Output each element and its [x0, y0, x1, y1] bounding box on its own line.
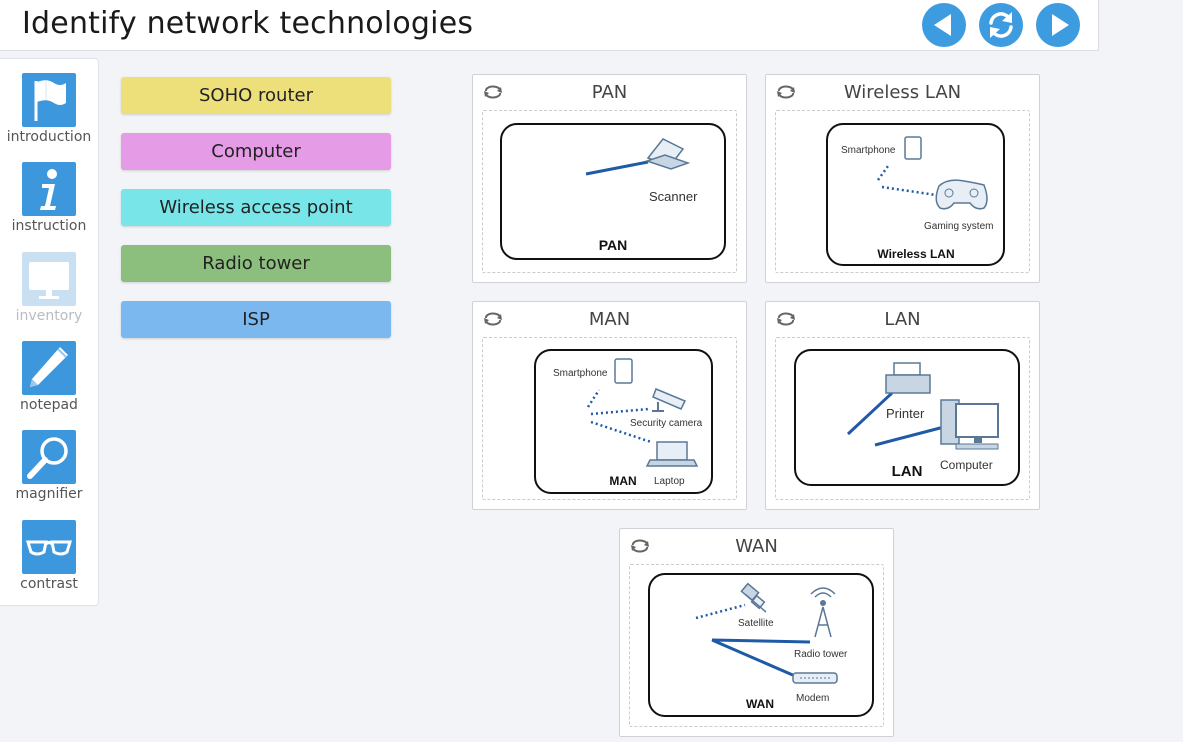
svg-text:Laptop: Laptop [654, 476, 685, 487]
chip-computer[interactable]: Computer [121, 133, 391, 170]
drop-zone-man[interactable]: Smartphone Security camera Laptop MAN [482, 337, 737, 500]
drop-zone-pan[interactable]: Scanner PAN [482, 110, 737, 273]
tool-contrast[interactable]: contrast [0, 520, 98, 606]
svg-text:Security camera: Security camera [630, 418, 703, 429]
man-diagram: Smartphone Security camera Laptop MAN [534, 349, 713, 494]
scanner-icon [644, 138, 691, 170]
chip-radio-tower[interactable]: Radio tower [121, 245, 391, 282]
tool-magnifier[interactable]: magnifier [0, 430, 98, 516]
svg-text:Wireless LAN: Wireless LAN [877, 247, 954, 261]
tool-label: contrast [20, 576, 78, 592]
svg-text:Smartphone: Smartphone [841, 145, 896, 156]
card-man: MAN Smartphone Security camera Laptop MA… [472, 301, 747, 510]
tool-label: magnifier [15, 486, 83, 502]
gamepad-icon [935, 179, 988, 210]
rotate-reset-icon[interactable] [775, 311, 797, 327]
tool-label: inventory [15, 308, 83, 324]
card-pan: PAN Scanner PAN [472, 74, 747, 283]
monitor-icon [22, 252, 76, 306]
printer-icon [885, 362, 931, 394]
smartphone-icon [614, 358, 633, 384]
tool-label: instruction [11, 218, 87, 234]
svg-text:Computer: Computer [940, 458, 993, 472]
info-icon [22, 162, 76, 216]
magnifier-icon [22, 430, 76, 484]
device-label: Scanner [649, 189, 698, 204]
tool-label: notepad [20, 397, 78, 413]
card-title: Wireless LAN [843, 82, 962, 103]
svg-text:LAN: LAN [892, 463, 923, 480]
smartphone-icon [904, 136, 922, 160]
back-arrow-icon [934, 14, 951, 36]
rotate-reset-icon[interactable] [775, 84, 797, 100]
svg-text:WAN: WAN [746, 697, 774, 711]
card-title: MAN [588, 309, 631, 330]
card-lan: LAN Printer Computer LAN [765, 301, 1040, 510]
svg-text:Printer: Printer [886, 406, 925, 421]
lan-diagram: Printer Computer LAN [794, 349, 1020, 486]
satellite-icon [740, 582, 767, 613]
rotate-reset-icon[interactable] [629, 538, 651, 554]
svg-text:Smartphone: Smartphone [553, 368, 608, 379]
svg-text:Modem: Modem [796, 693, 829, 704]
svg-text:Radio tower: Radio tower [794, 649, 848, 660]
forward-arrow-icon [1052, 14, 1069, 36]
svg-text:Satellite: Satellite [738, 618, 774, 629]
refresh-icon [989, 12, 1013, 38]
drop-zone-wan[interactable]: Satellite Radio tower Modem WAN [629, 564, 884, 727]
card-title: WAN [735, 536, 778, 557]
modem-icon [792, 672, 838, 684]
reset-button[interactable] [979, 3, 1023, 47]
chip-wireless-access-point[interactable]: Wireless access point [121, 189, 391, 226]
page-title: Identify network technologies [22, 6, 474, 41]
svg-text:MAN: MAN [609, 474, 636, 488]
wlan-diagram: Smartphone Gaming system Wireless LAN [826, 123, 1005, 266]
rotate-reset-icon[interactable] [482, 84, 504, 100]
tool-introduction[interactable]: introduction [0, 73, 98, 159]
rotate-reset-icon[interactable] [482, 311, 504, 327]
chip-isp[interactable]: ISP [121, 301, 391, 338]
tool-instruction[interactable]: instruction [0, 162, 98, 248]
card-wan: WAN Satellite Radio tower [619, 528, 894, 737]
tool-label: introduction [6, 129, 92, 145]
card-wireless-lan: Wireless LAN Smartphone Gaming system Wi… [765, 74, 1040, 283]
glasses-icon [22, 520, 76, 574]
tool-notepad[interactable]: notepad [0, 341, 98, 427]
wan-diagram: Satellite Radio tower Modem WAN [648, 573, 874, 717]
pencil-icon [22, 341, 76, 395]
card-title: PAN [591, 82, 628, 103]
back-button[interactable] [922, 3, 966, 47]
flag-icon [22, 73, 76, 127]
drop-zone-wireless-lan[interactable]: Smartphone Gaming system Wireless LAN [775, 110, 1030, 273]
drop-zone-lan[interactable]: Printer Computer LAN [775, 337, 1030, 500]
tool-inventory: inventory [0, 252, 98, 338]
svg-text:Gaming system: Gaming system [924, 221, 993, 232]
header-bar: Identify network technologies [0, 0, 1099, 51]
chip-soho-router[interactable]: SOHO router [121, 77, 391, 114]
network-label: PAN [599, 237, 628, 253]
next-button[interactable] [1036, 3, 1080, 47]
pan-diagram: Scanner PAN [500, 123, 726, 260]
tool-sidebar: introduction instruction inventory [0, 58, 99, 606]
security-camera-icon [652, 388, 687, 412]
computer-icon [940, 399, 999, 450]
card-title: LAN [884, 309, 921, 330]
radio-tower-icon [810, 587, 836, 638]
laptop-icon [645, 441, 699, 467]
